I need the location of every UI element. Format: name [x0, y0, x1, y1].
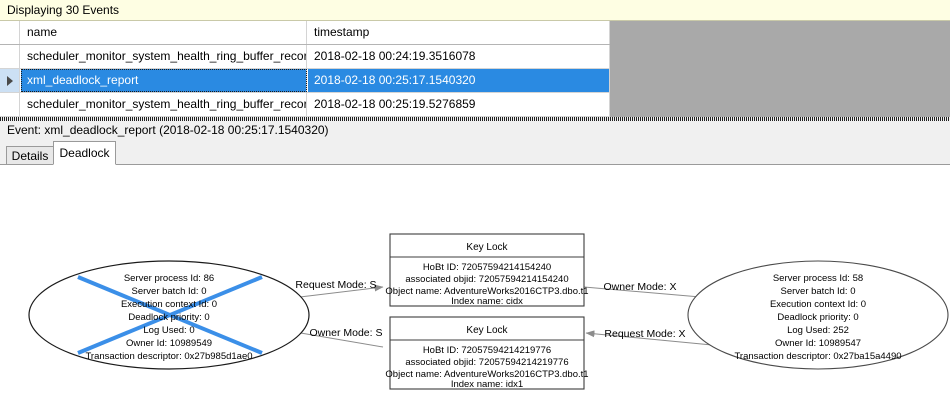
- edge-label-owner-mode-s: Owner Mode: S: [310, 327, 383, 339]
- process-right-line-4: Log Used: 252: [787, 325, 849, 336]
- process-right-line-6: Transaction descriptor: 0x27ba15a4490: [734, 351, 901, 362]
- resource-box-outline: [389, 316, 585, 390]
- resource-node-top[interactable]: Key Lock HoBt ID: 72057594214154240 asso…: [385, 233, 589, 307]
- deadlock-graph-canvas[interactable]: Request Mode: S Owner Mode: X Owner Mode…: [0, 164, 950, 400]
- table-row[interactable]: scheduler_monitor_system_health_ring_buf…: [0, 93, 610, 117]
- resource-top-line-3: Index name: cidx: [451, 296, 523, 307]
- edge-label-owner-mode-x: Owner Mode: X: [604, 281, 677, 293]
- row-selector-cell[interactable]: [0, 69, 20, 92]
- process-node-left[interactable]: Server process Id: 86 Server batch Id: 0…: [28, 260, 310, 370]
- process-left-line-5: Owner Id: 10989549: [126, 338, 212, 349]
- tab-details[interactable]: Details: [6, 146, 54, 165]
- edge-label-request-mode-x: Request Mode: X: [604, 328, 685, 340]
- selected-event-title: Event: xml_deadlock_report (2018-02-18 0…: [7, 123, 329, 137]
- edge-label-request-mode-s: Request Mode: S: [295, 279, 376, 291]
- current-row-arrow-icon: [7, 76, 13, 86]
- row-selector-header-cell: [0, 21, 20, 44]
- cell-event-name[interactable]: scheduler_monitor_system_health_ring_buf…: [21, 93, 307, 116]
- resource-bottom-line-3: Index name: idx1: [451, 379, 523, 390]
- events-grid-header-row: name timestamp: [0, 21, 610, 45]
- cell-event-name[interactable]: scheduler_monitor_system_health_ring_buf…: [21, 45, 307, 68]
- process-left-line-3: Deadlock priority: 0: [128, 312, 209, 323]
- resource-bottom-line-1: associated objid: 72057594214219776: [405, 357, 568, 368]
- process-right-line-3: Deadlock priority: 0: [777, 312, 858, 323]
- column-header-name[interactable]: name: [21, 21, 307, 44]
- resource-top-line-2: Object name: AdventureWorks2016CTP3.dbo.…: [385, 286, 588, 297]
- column-header-timestamp[interactable]: timestamp: [308, 21, 610, 44]
- resource-top-line-0: HoBt ID: 72057594214154240: [423, 262, 551, 273]
- row-selector-cell[interactable]: [0, 93, 20, 116]
- process-left-line-2: Execution context Id: 0: [121, 299, 217, 310]
- events-grid[interactable]: name timestamp scheduler_monitor_system_…: [0, 21, 950, 117]
- cell-event-name[interactable]: xml_deadlock_report: [21, 69, 307, 92]
- process-node-right[interactable]: Server process Id: 58 Server batch Id: 0…: [687, 260, 949, 370]
- horizontal-splitter[interactable]: [0, 117, 950, 121]
- resource-node-bottom[interactable]: Key Lock HoBt ID: 72057594214219776 asso…: [385, 316, 589, 390]
- process-right-line-5: Owner Id: 10989547: [775, 338, 861, 349]
- resource-bottom-title: Key Lock: [466, 325, 508, 336]
- edge-top-owner-right: Owner Mode: X: [583, 281, 713, 301]
- resource-top-line-1: associated objid: 72057594214154240: [405, 274, 568, 285]
- events-count-label: Displaying 30 Events: [7, 3, 120, 17]
- details-tabstrip: Details Deadlock: [0, 139, 950, 165]
- process-left-line-6: Transaction descriptor: 0x27b985d1ae0: [85, 351, 252, 362]
- process-right-line-0: Server process Id: 58: [773, 273, 863, 284]
- process-left-line-1: Server batch Id: 0: [132, 286, 207, 297]
- resource-bottom-line-0: HoBt ID: 72057594214219776: [423, 345, 551, 356]
- edge-right-request-bottom: Request Mode: X: [585, 328, 713, 346]
- process-right-line-1: Server batch Id: 0: [781, 286, 856, 297]
- table-row[interactable]: scheduler_monitor_system_health_ring_buf…: [0, 45, 610, 69]
- process-left-line-0: Server process Id: 86: [124, 273, 214, 284]
- cell-event-timestamp[interactable]: 2018-02-18 00:25:17.1540320: [308, 69, 610, 92]
- events-count-banner: Displaying 30 Events: [0, 0, 950, 21]
- cell-event-timestamp[interactable]: 2018-02-18 00:25:19.5276859: [308, 93, 610, 116]
- selected-event-header: Event: xml_deadlock_report (2018-02-18 0…: [0, 121, 950, 139]
- process-ellipse-outline: [687, 260, 949, 370]
- cell-event-timestamp[interactable]: 2018-02-18 00:24:19.3516078: [308, 45, 610, 68]
- row-selector-cell[interactable]: [0, 45, 20, 68]
- tab-deadlock[interactable]: Deadlock: [53, 141, 116, 165]
- resource-top-title: Key Lock: [466, 242, 508, 253]
- process-right-line-2: Execution context Id: 0: [770, 299, 866, 310]
- table-row-selected[interactable]: xml_deadlock_report 2018-02-18 00:25:17.…: [0, 69, 610, 93]
- edge-bottom-owner-left: Owner Mode: S: [288, 327, 384, 348]
- events-grid-columns: name timestamp scheduler_monitor_system_…: [0, 21, 610, 117]
- resource-box-outline: [389, 233, 585, 307]
- resource-bottom-line-2: Object name: AdventureWorks2016CTP3.dbo.…: [385, 369, 588, 380]
- victim-cross-icon: [77, 275, 263, 355]
- process-left-line-4: Log Used: 0: [143, 325, 194, 336]
